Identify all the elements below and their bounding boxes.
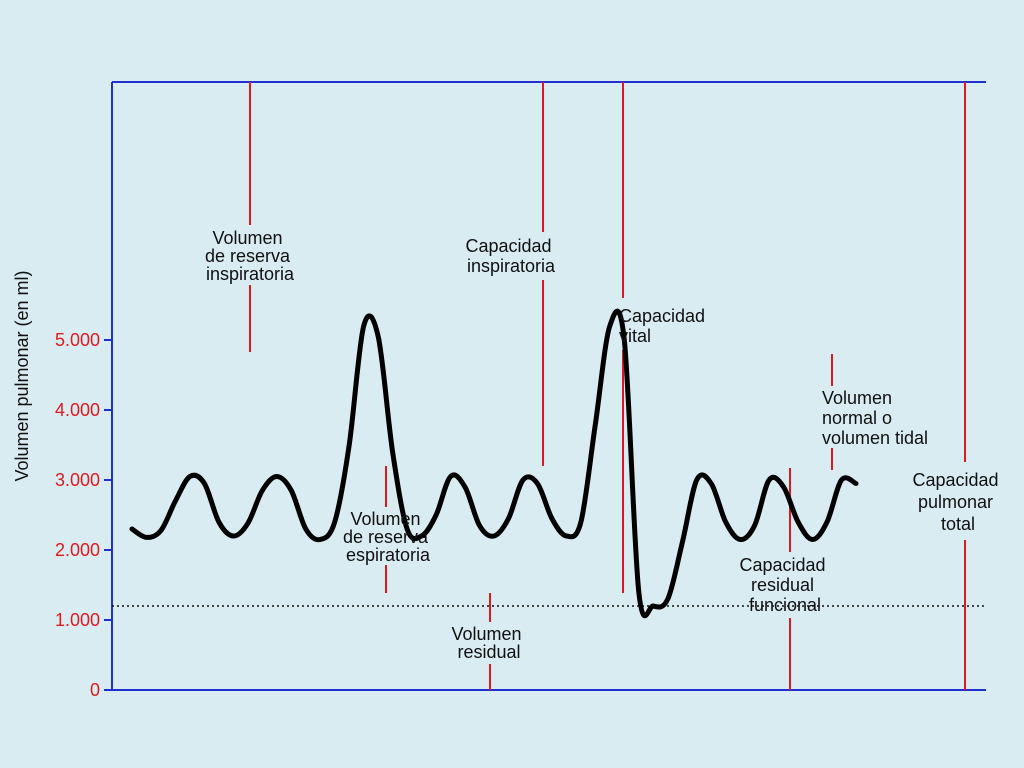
annotation-ci: Capacidad inspiratoria — [465, 236, 556, 276]
marker-lines — [249, 82, 966, 690]
y-tick-label: 3.000 — [55, 470, 100, 490]
lung-volume-curve — [129, 308, 859, 619]
y-tick-label: 2.000 — [55, 540, 100, 560]
annotation-vri: Volumen de reserva inspiratoria — [205, 228, 295, 284]
annotation-crf: Capacidad residual funcional — [739, 555, 830, 615]
y-tick-label: 1.000 — [55, 610, 100, 630]
y-tick-label: 4.000 — [55, 400, 100, 420]
annotation-vr: Volumen residual — [451, 624, 526, 662]
y-tick-label: 0 — [90, 680, 100, 700]
annotation-vre: Volumen de reserva espiratoria — [343, 509, 433, 565]
y-axis-label: Volumen pulmonar (en ml) — [12, 270, 32, 481]
y-tick-label: 5.000 — [55, 330, 100, 350]
annotation-vt: Volumen normal o volumen tidal — [822, 388, 928, 448]
annotation-cv: Capacidad vital — [619, 306, 710, 346]
crf-label-bg — [728, 583, 844, 603]
annotation-cpt: Capacidad pulmonar total — [912, 470, 1003, 534]
y-ticks: 0 1.000 2.000 3.000 4.000 5.000 — [55, 330, 112, 700]
